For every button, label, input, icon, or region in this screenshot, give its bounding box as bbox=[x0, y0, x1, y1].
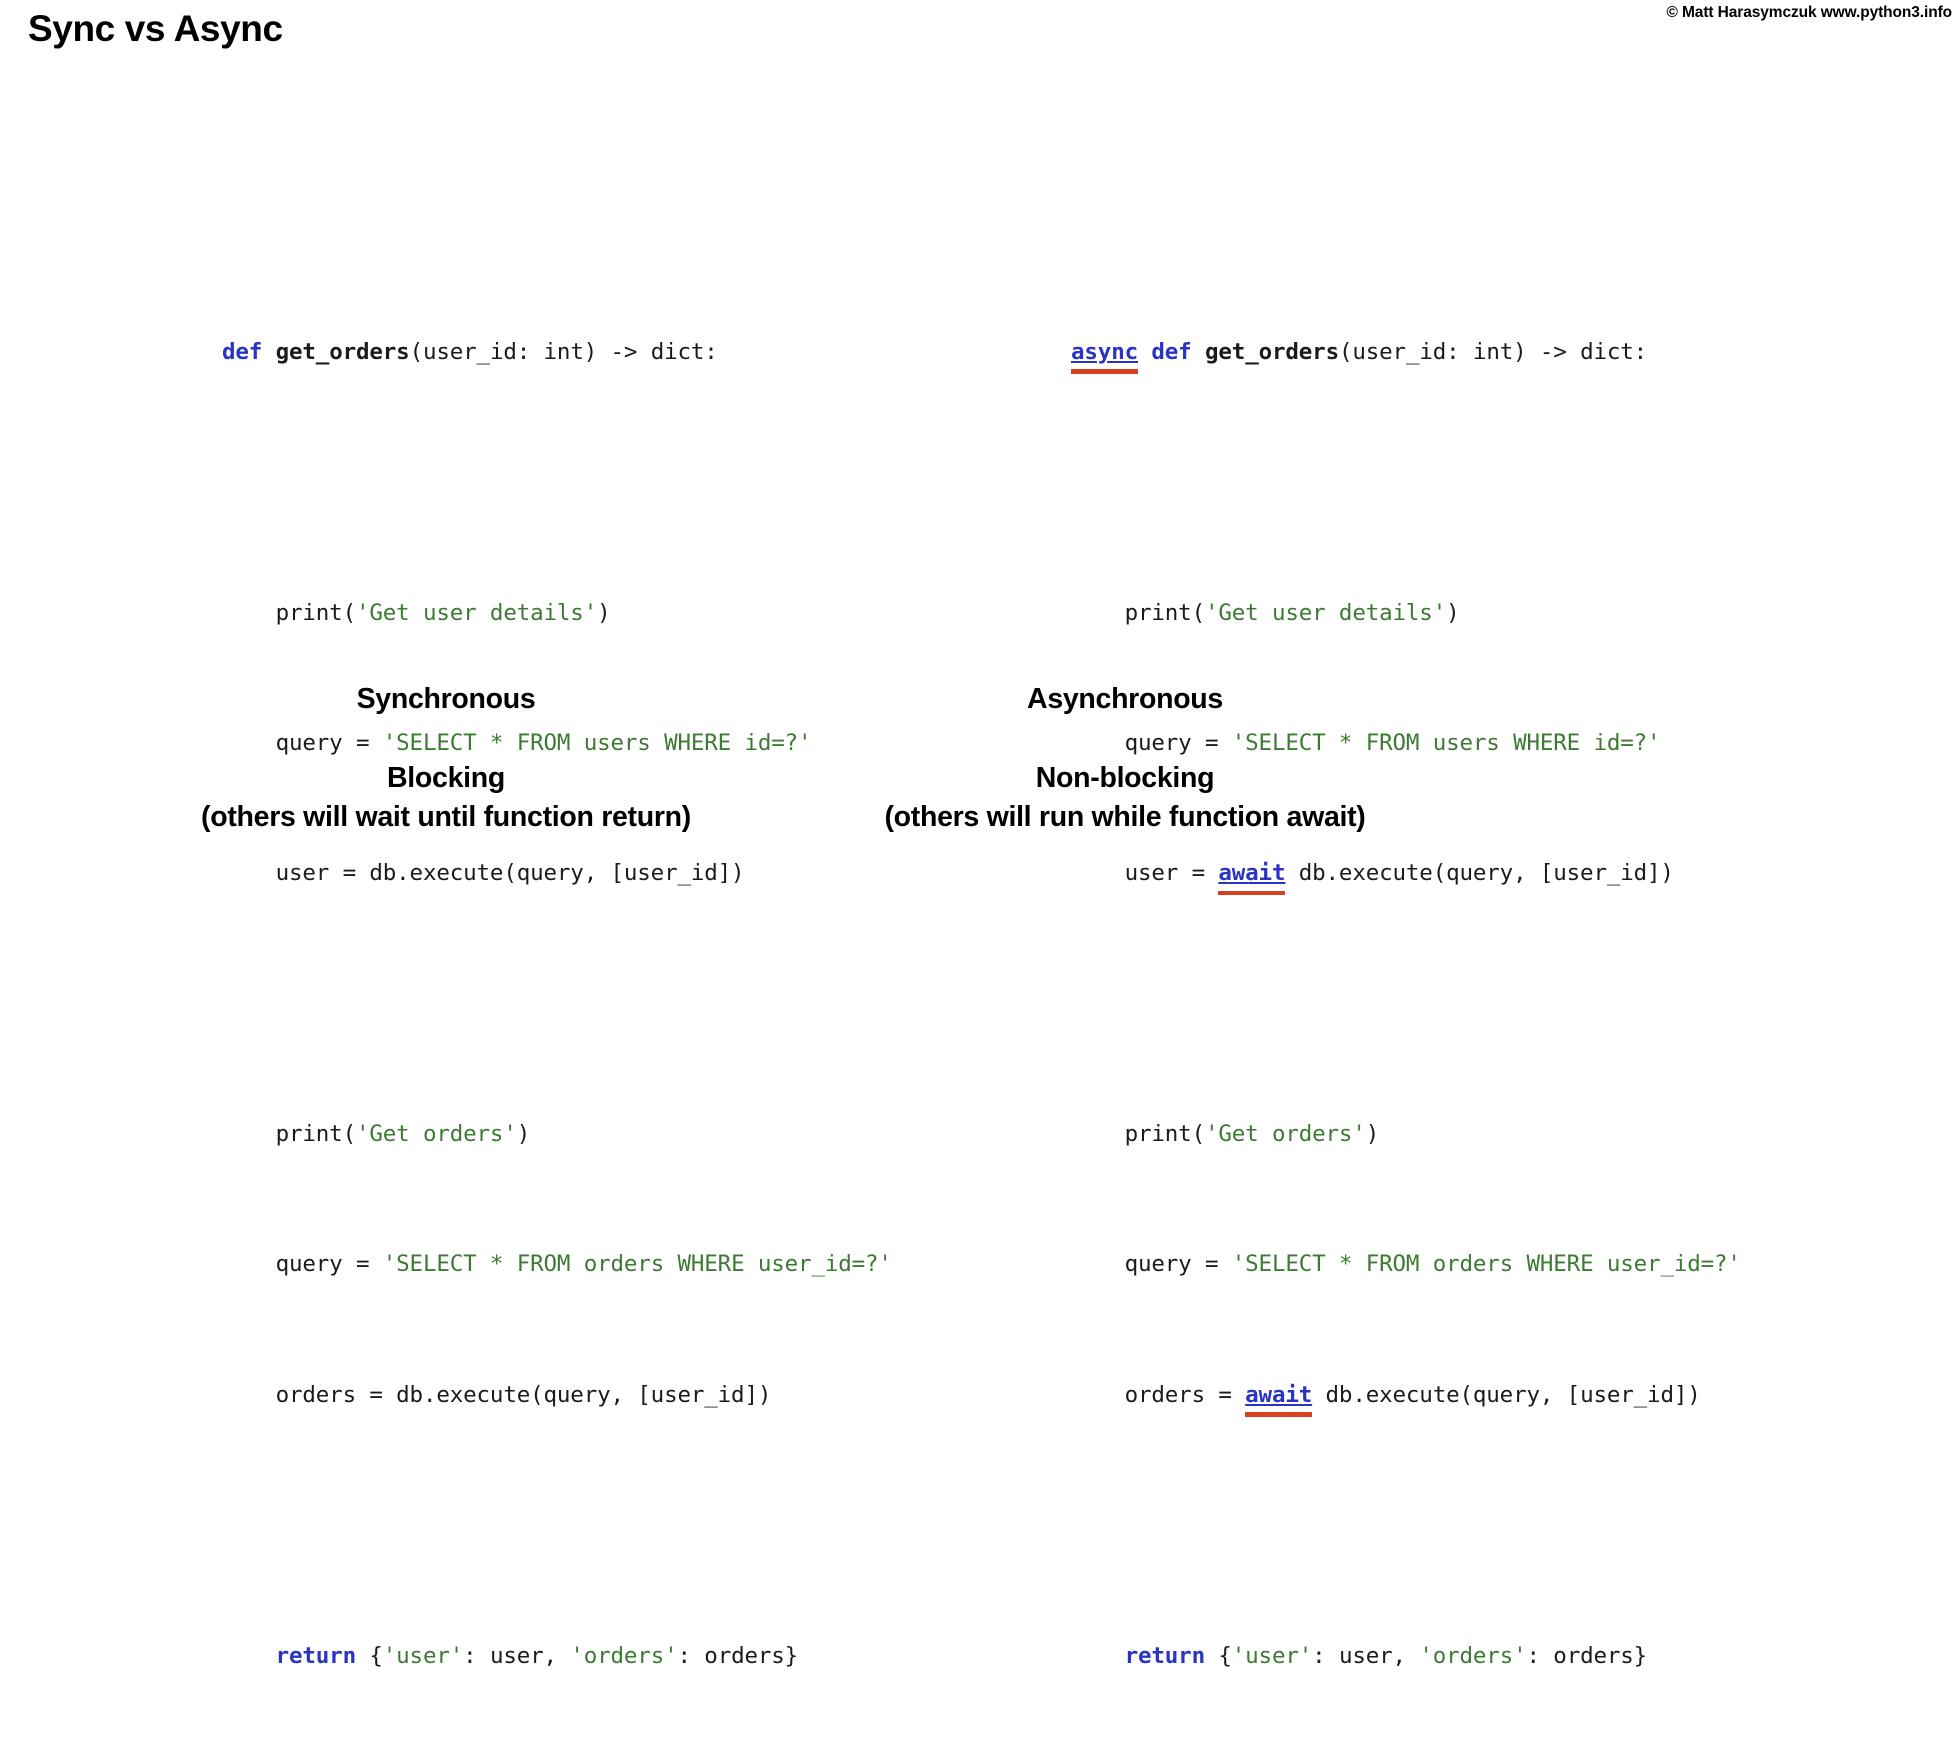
code-line-orders-execute: orders = db.execute(query, [user_id]) bbox=[222, 1379, 892, 1412]
code-line-blank bbox=[222, 1509, 892, 1542]
code-line-def: def get_orders(user_id: int) -> dict: bbox=[222, 336, 892, 369]
code-block-async: async def get_orders(user_id: int) -> di… bbox=[1071, 238, 1741, 1737]
caption-sub-line1: Non-blocking bbox=[1035, 762, 1215, 794]
query-assign: query = bbox=[222, 729, 383, 756]
keyword-def: def bbox=[1151, 338, 1192, 365]
caption-sync: Synchronous Blocking (others will wait u… bbox=[146, 680, 746, 837]
return-open: { bbox=[355, 1642, 383, 1669]
query-assign: query = bbox=[1071, 729, 1232, 756]
caption-heading-asynchronous: Asynchronous bbox=[1027, 683, 1223, 715]
function-params: (user_id: int) -> dict: bbox=[409, 338, 718, 365]
caption-sub-line2: (others will wait until function return) bbox=[201, 801, 691, 833]
keyword-def: def bbox=[222, 338, 263, 365]
space bbox=[262, 339, 275, 365]
caption-sub-line2: (others will run while function await) bbox=[884, 801, 1366, 833]
print-call-open: print( bbox=[222, 1121, 357, 1148]
code-line-query-users: query = 'SELECT * FROM users WHERE id=?' bbox=[1071, 727, 1741, 760]
code-line-print-orders: print('Get orders') bbox=[222, 1118, 892, 1151]
print-call-open: print( bbox=[222, 599, 357, 626]
caption-sub-line1: Blocking bbox=[387, 762, 505, 794]
user-assign-pre: user = bbox=[1071, 860, 1219, 887]
return-mid: : user, bbox=[1312, 1642, 1420, 1669]
query-assign: query = bbox=[1071, 1251, 1232, 1278]
string-user-key: 'user' bbox=[382, 1642, 464, 1669]
code-line-print-user: print('Get user details') bbox=[222, 597, 892, 630]
keyword-async-highlight: async bbox=[1071, 338, 1138, 365]
caption-async: Asynchronous Non-blocking (others will r… bbox=[825, 680, 1425, 837]
keyword-return: return bbox=[222, 1642, 357, 1669]
return-open: { bbox=[1204, 1642, 1232, 1669]
print-call-close: ) bbox=[597, 599, 611, 626]
code-line-query-orders: query = 'SELECT * FROM orders WHERE user… bbox=[222, 1248, 892, 1281]
return-close: : orders} bbox=[1526, 1642, 1648, 1669]
space bbox=[1138, 339, 1151, 365]
code-line-print-orders: print('Get orders') bbox=[1071, 1118, 1741, 1151]
function-name: get_orders bbox=[275, 338, 410, 365]
string-orders-key: 'orders' bbox=[570, 1642, 678, 1669]
query-assign: query = bbox=[222, 1251, 383, 1278]
code-block-sync: def get_orders(user_id: int) -> dict: pr… bbox=[222, 238, 892, 1737]
caption-sub-non-blocking: Non-blocking (others will run while func… bbox=[825, 759, 1425, 837]
keyword-return: return bbox=[1071, 1642, 1206, 1669]
code-line-blank bbox=[222, 988, 892, 1021]
space bbox=[1192, 339, 1205, 365]
code-line-blank bbox=[1071, 466, 1741, 499]
return-close: : orders} bbox=[677, 1642, 799, 1669]
orders-assign-pre: orders = bbox=[1071, 1381, 1246, 1408]
code-line-orders-await-execute: orders = await db.execute(query, [user_i… bbox=[1071, 1379, 1741, 1412]
print-call-close: ) bbox=[516, 1121, 531, 1148]
user-assign: user = db.execute(query, [user_id]) bbox=[222, 860, 745, 887]
code-line-blank bbox=[222, 466, 892, 499]
string-user-key: 'user' bbox=[1231, 1642, 1313, 1669]
code-line-user-await-execute: user = await db.execute(query, [user_id]… bbox=[1071, 857, 1741, 890]
function-params: (user_id: int) -> dict: bbox=[1338, 338, 1648, 365]
string-get-user-details: 'Get user details' bbox=[1204, 599, 1447, 626]
copyright-notice: © Matt Harasymczuk www.python3.info bbox=[1666, 4, 1952, 21]
string-orders-key: 'orders' bbox=[1419, 1642, 1527, 1669]
orders-assign-post: db.execute(query, [user_id]) bbox=[1312, 1381, 1701, 1408]
code-line-user-execute: user = db.execute(query, [user_id]) bbox=[222, 857, 892, 890]
code-line-blank bbox=[1071, 988, 1741, 1021]
caption-sub-blocking: Blocking (others will wait until functio… bbox=[146, 759, 746, 837]
print-call-open: print( bbox=[1071, 1121, 1206, 1148]
print-call-close: ) bbox=[1446, 599, 1460, 626]
code-line-query-orders: query = 'SELECT * FROM orders WHERE user… bbox=[1071, 1248, 1741, 1281]
keyword-await-highlight: await bbox=[1218, 860, 1286, 887]
string-select-users: 'SELECT * FROM users WHERE id=?' bbox=[382, 729, 812, 756]
string-get-orders: 'Get orders' bbox=[1204, 1121, 1366, 1148]
string-select-orders: 'SELECT * FROM orders WHERE user_id=?' bbox=[1231, 1251, 1741, 1278]
code-line-return: return {'user': user, 'orders': orders} bbox=[222, 1640, 892, 1673]
code-line-async-def: async def get_orders(user_id: int) -> di… bbox=[1071, 336, 1741, 369]
code-line-query-users: query = 'SELECT * FROM users WHERE id=?' bbox=[222, 727, 892, 760]
caption-heading-synchronous: Synchronous bbox=[356, 683, 536, 715]
page-title: Sync vs Async bbox=[28, 8, 283, 49]
string-get-orders: 'Get orders' bbox=[355, 1121, 517, 1148]
string-get-user-details: 'Get user details' bbox=[355, 599, 598, 626]
return-mid: : user, bbox=[463, 1642, 571, 1669]
code-line-print-user: print('Get user details') bbox=[1071, 597, 1741, 630]
print-call-open: print( bbox=[1071, 599, 1206, 626]
keyword-await-highlight: await bbox=[1245, 1381, 1313, 1408]
user-assign-post: db.execute(query, [user_id]) bbox=[1285, 860, 1674, 887]
string-select-users: 'SELECT * FROM users WHERE id=?' bbox=[1231, 729, 1661, 756]
orders-assign: orders = db.execute(query, [user_id]) bbox=[222, 1381, 772, 1408]
code-line-return: return {'user': user, 'orders': orders} bbox=[1071, 1640, 1741, 1673]
code-line-blank bbox=[1071, 1509, 1741, 1542]
string-select-orders: 'SELECT * FROM orders WHERE user_id=?' bbox=[382, 1251, 892, 1278]
function-name: get_orders bbox=[1205, 338, 1339, 365]
print-call-close: ) bbox=[1365, 1121, 1380, 1148]
